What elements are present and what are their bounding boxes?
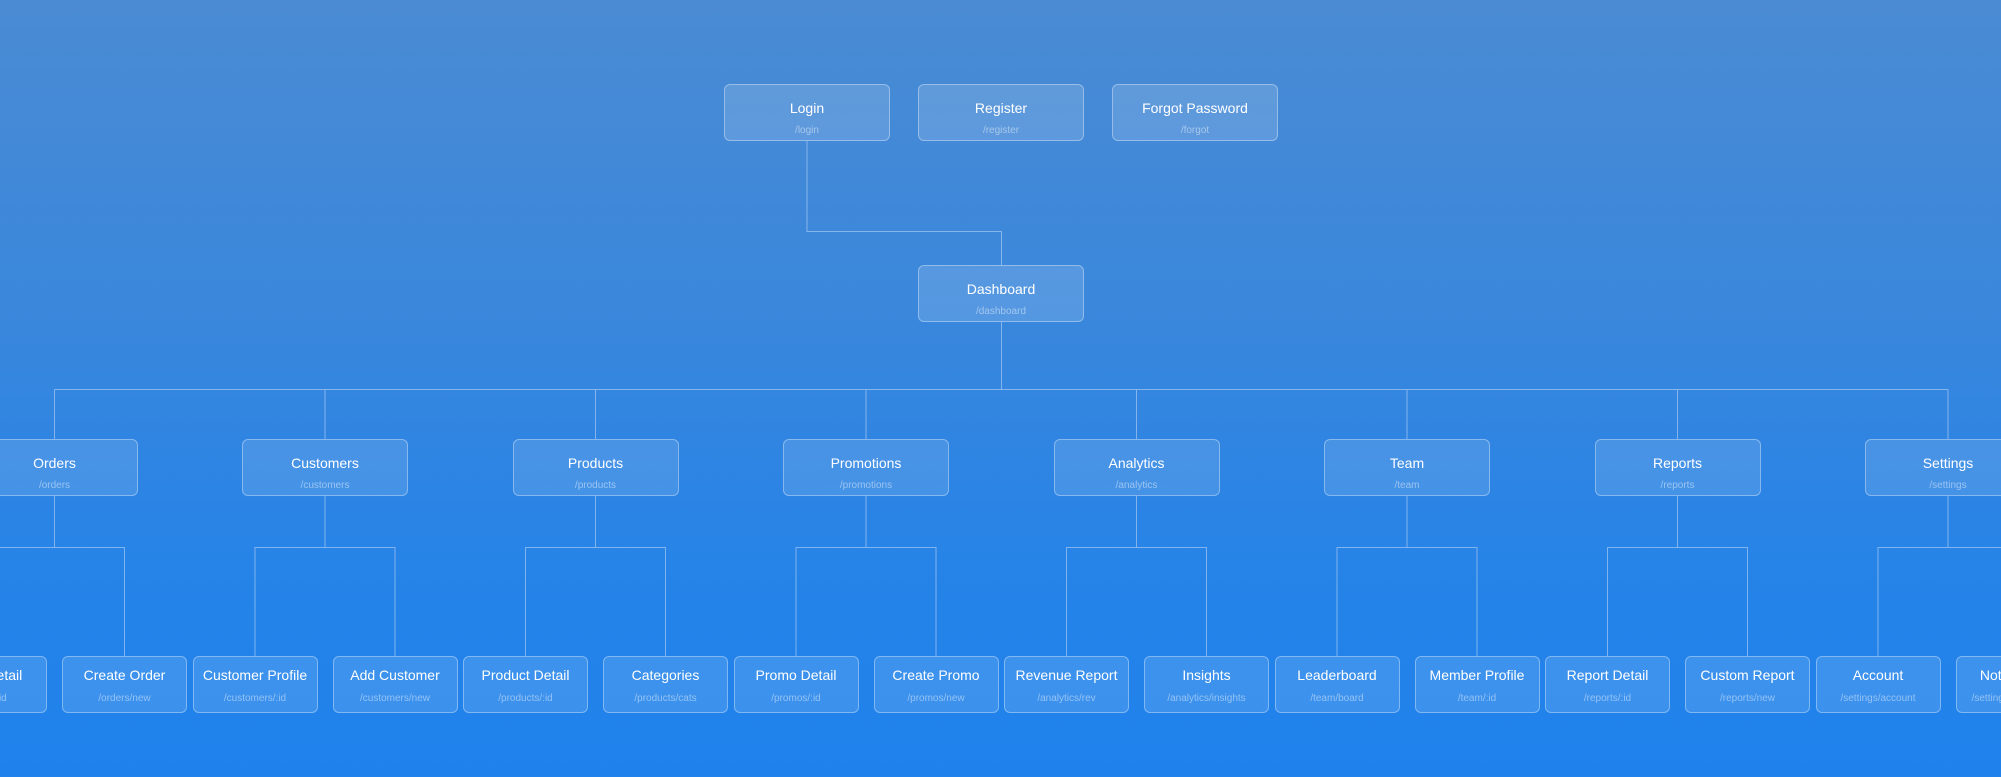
page-title: Orders	[33, 455, 76, 471]
page-title: Product Detail	[481, 667, 570, 683]
page-title: Account	[1852, 667, 1904, 683]
page-title: Promotions	[830, 455, 902, 471]
page-node-forgot-password[interactable]: Forgot Password/forgot	[1112, 84, 1278, 141]
page-title: Products	[567, 455, 624, 471]
page-title: Create Promo	[892, 667, 980, 683]
page-node-account[interactable]: Account/settings/account	[1815, 656, 1941, 713]
page-node-leaderboard[interactable]: Leaderboard/team/board	[1274, 656, 1400, 713]
page-route: /team/:id	[1457, 693, 1497, 704]
page-node-categories[interactable]: Categories/products/cats	[603, 656, 728, 713]
page-route: /settings/notifications	[1971, 693, 2001, 704]
page-route: /orders	[38, 480, 71, 491]
page-route: /orders/new	[98, 693, 151, 704]
page-title: Notifications	[1979, 667, 2001, 683]
page-node-order-detail[interactable]: Order Detail/orders/:id	[0, 656, 47, 713]
page-node-revenue-report[interactable]: Revenue Report/analytics/rev	[1004, 656, 1129, 713]
page-node-product-detail[interactable]: Product Detail/products/:id	[463, 656, 588, 713]
page-route: /settings	[1929, 480, 1967, 491]
page-route: /dashboard	[975, 306, 1027, 317]
page-node-create-order[interactable]: Create Order/orders/new	[62, 656, 187, 713]
page-title: Analytics	[1108, 455, 1165, 471]
page-node-member-profile[interactable]: Member Profile/team/:id	[1414, 656, 1540, 713]
page-route: /reports/new	[1719, 693, 1776, 704]
page-title: Add Customer	[350, 667, 440, 683]
connector-line	[254, 547, 396, 656]
page-title: Report Detail	[1566, 667, 1649, 683]
page-route: /customers/new	[359, 693, 431, 704]
page-node-dashboard[interactable]: Dashboard/dashboard	[918, 265, 1084, 322]
connector-line	[1607, 547, 1748, 656]
page-title: Insights	[1182, 667, 1231, 683]
connector-line	[1877, 547, 2001, 656]
page-route: /promotions	[839, 480, 893, 491]
page-title: Settings	[1922, 455, 1974, 471]
connector-line	[0, 547, 125, 656]
page-route: /orders/:id	[0, 693, 7, 704]
page-node-insights[interactable]: Insights/analytics/insights	[1144, 656, 1269, 713]
connector-line	[1336, 547, 1478, 656]
page-node-custom-report[interactable]: Custom Report/reports/new	[1685, 656, 1810, 713]
page-route: /login	[795, 125, 819, 136]
page-route: /promos/:id	[771, 693, 821, 704]
connector-line	[795, 547, 937, 656]
page-title: Categories	[631, 667, 700, 683]
page-route: /register	[982, 125, 1020, 136]
page-node-team[interactable]: Team/team	[1324, 439, 1490, 496]
connector-line	[1066, 547, 1207, 656]
page-node-create-promo[interactable]: Create Promo/promos/new	[873, 656, 999, 713]
page-route: /promos/new	[907, 693, 965, 704]
page-node-settings[interactable]: Settings/settings	[1865, 439, 2001, 496]
page-route: /products	[574, 480, 617, 491]
page-title: Reports	[1652, 455, 1703, 471]
page-route: /analytics/rev	[1037, 693, 1096, 704]
page-title: Customer Profile	[202, 667, 308, 683]
page-title: Team	[1389, 455, 1425, 471]
page-node-reports[interactable]: Reports/reports	[1594, 439, 1761, 496]
page-node-customer-profile[interactable]: Customer Profile/customers/:id	[192, 656, 318, 713]
page-node-login[interactable]: Login/login	[724, 84, 890, 141]
page-node-customers[interactable]: Customers/customers	[242, 439, 408, 496]
page-title: Create Order	[83, 667, 166, 683]
page-route: /customers/:id	[223, 693, 287, 704]
page-route: /reports/:id	[1583, 693, 1632, 704]
page-route: /settings/account	[1840, 693, 1916, 704]
page-title: Forgot Password	[1142, 100, 1248, 116]
page-title: Member Profile	[1429, 667, 1525, 683]
page-title: Login	[789, 100, 825, 116]
page-node-analytics[interactable]: Analytics/analytics	[1053, 439, 1220, 496]
page-node-products[interactable]: Products/products	[512, 439, 679, 496]
page-title: Leaderboard	[1297, 667, 1377, 683]
page-route: /customers	[300, 480, 350, 491]
page-title: Promo Detail	[755, 667, 837, 683]
connector-line	[806, 141, 1002, 265]
page-title: Dashboard	[966, 281, 1036, 297]
page-title: Order Detail	[0, 667, 23, 683]
page-title: Register	[974, 100, 1028, 116]
page-route: /forgot	[1180, 125, 1210, 136]
page-node-orders[interactable]: Orders/orders	[0, 439, 138, 496]
page-title: Revenue Report	[1015, 667, 1118, 683]
page-route: /team/board	[1310, 693, 1364, 704]
connector-line	[525, 547, 666, 656]
page-route: /analytics/insights	[1167, 693, 1246, 704]
page-node-notifications[interactable]: Notifications/settings/notifications	[1955, 656, 2001, 713]
page-node-promotions[interactable]: Promotions/promotions	[783, 439, 949, 496]
page-node-register[interactable]: Register/register	[918, 84, 1084, 141]
page-title: Custom Report	[1700, 667, 1795, 683]
page-route: /products/:id	[498, 693, 553, 704]
page-node-report-detail[interactable]: Report Detail/reports/:id	[1545, 656, 1670, 713]
page-node-add-customer[interactable]: Add Customer/customers/new	[332, 656, 458, 713]
page-node-promo-detail[interactable]: Promo Detail/promos/:id	[733, 656, 859, 713]
page-route: /team	[1394, 480, 1420, 491]
page-route: /products/cats	[634, 693, 697, 704]
page-title: Customers	[291, 455, 359, 471]
page-route: /analytics	[1115, 480, 1158, 491]
page-route: /reports	[1660, 480, 1695, 491]
